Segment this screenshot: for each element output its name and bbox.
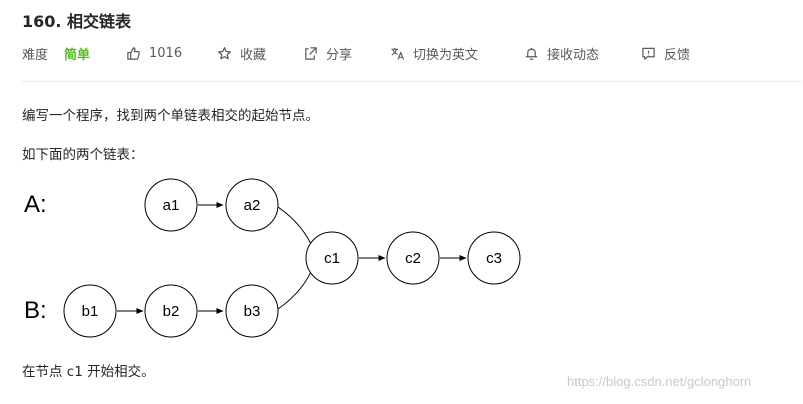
translate-icon bbox=[391, 47, 405, 60]
node-a2-label: a2 bbox=[244, 197, 261, 214]
node-a1-label: a1 bbox=[163, 197, 180, 214]
subscribe-label: 接收动态 bbox=[547, 47, 600, 63]
thumbs-up-icon bbox=[127, 46, 140, 60]
node-c1-label: c1 bbox=[324, 250, 340, 267]
node-c2: c2 bbox=[386, 231, 440, 285]
translate-button[interactable]: 切换为英文 bbox=[390, 44, 479, 63]
edge-a2-c1 bbox=[277, 206, 315, 252]
node-c3-label: c3 bbox=[486, 250, 502, 267]
node-b3-label: b3 bbox=[244, 303, 261, 320]
share-icon bbox=[305, 46, 317, 60]
problem-description: 编写一个程序，找到两个单链表相交的起始节点。 bbox=[22, 108, 319, 124]
node-b3: b3 bbox=[225, 284, 279, 338]
like-button[interactable]: 1016 bbox=[126, 44, 182, 62]
edge-b3-c1 bbox=[277, 264, 315, 310]
node-a1: a1 bbox=[144, 178, 198, 232]
problem-title: 160. 相交链表 bbox=[22, 12, 132, 31]
favorite-button[interactable]: 收藏 bbox=[217, 44, 267, 63]
watermark: https://blog.csdn.net/gclonghorn bbox=[567, 374, 752, 389]
divider bbox=[22, 81, 802, 82]
feedback-icon bbox=[642, 47, 655, 60]
feedback-label: 反馈 bbox=[664, 47, 691, 63]
node-b1-label: b1 bbox=[82, 303, 99, 320]
node-c2-label: c2 bbox=[405, 250, 421, 267]
node-b2-label: b2 bbox=[163, 303, 180, 320]
node-b1: b1 bbox=[63, 284, 117, 338]
favorite-label: 收藏 bbox=[240, 47, 267, 63]
list-b-label: B: bbox=[24, 297, 47, 324]
like-count: 1016 bbox=[149, 45, 183, 61]
intersection-note: 在节点 c1 开始相交。 bbox=[22, 364, 155, 380]
linked-list-diagram: A: B: a1 a2 b1 b2 b3 c1 c2 c3 bbox=[24, 178, 521, 338]
subscribe-button[interactable]: 接收动态 bbox=[524, 44, 600, 63]
node-c1: c1 bbox=[305, 231, 359, 285]
node-a2: a2 bbox=[225, 178, 279, 232]
list-a-label: A: bbox=[24, 191, 47, 218]
share-button[interactable]: 分享 bbox=[303, 44, 353, 63]
translate-label: 切换为英文 bbox=[413, 47, 479, 63]
star-icon bbox=[218, 46, 231, 59]
difficulty-label: 难度 bbox=[22, 47, 49, 63]
share-label: 分享 bbox=[326, 47, 353, 63]
feedback-button[interactable]: 反馈 bbox=[641, 44, 691, 63]
bell-icon bbox=[525, 47, 538, 60]
node-b2: b2 bbox=[144, 284, 198, 338]
example-intro: 如下面的两个链表： bbox=[22, 147, 144, 163]
difficulty-badge: 简单 bbox=[64, 47, 91, 63]
node-c3: c3 bbox=[467, 231, 521, 285]
